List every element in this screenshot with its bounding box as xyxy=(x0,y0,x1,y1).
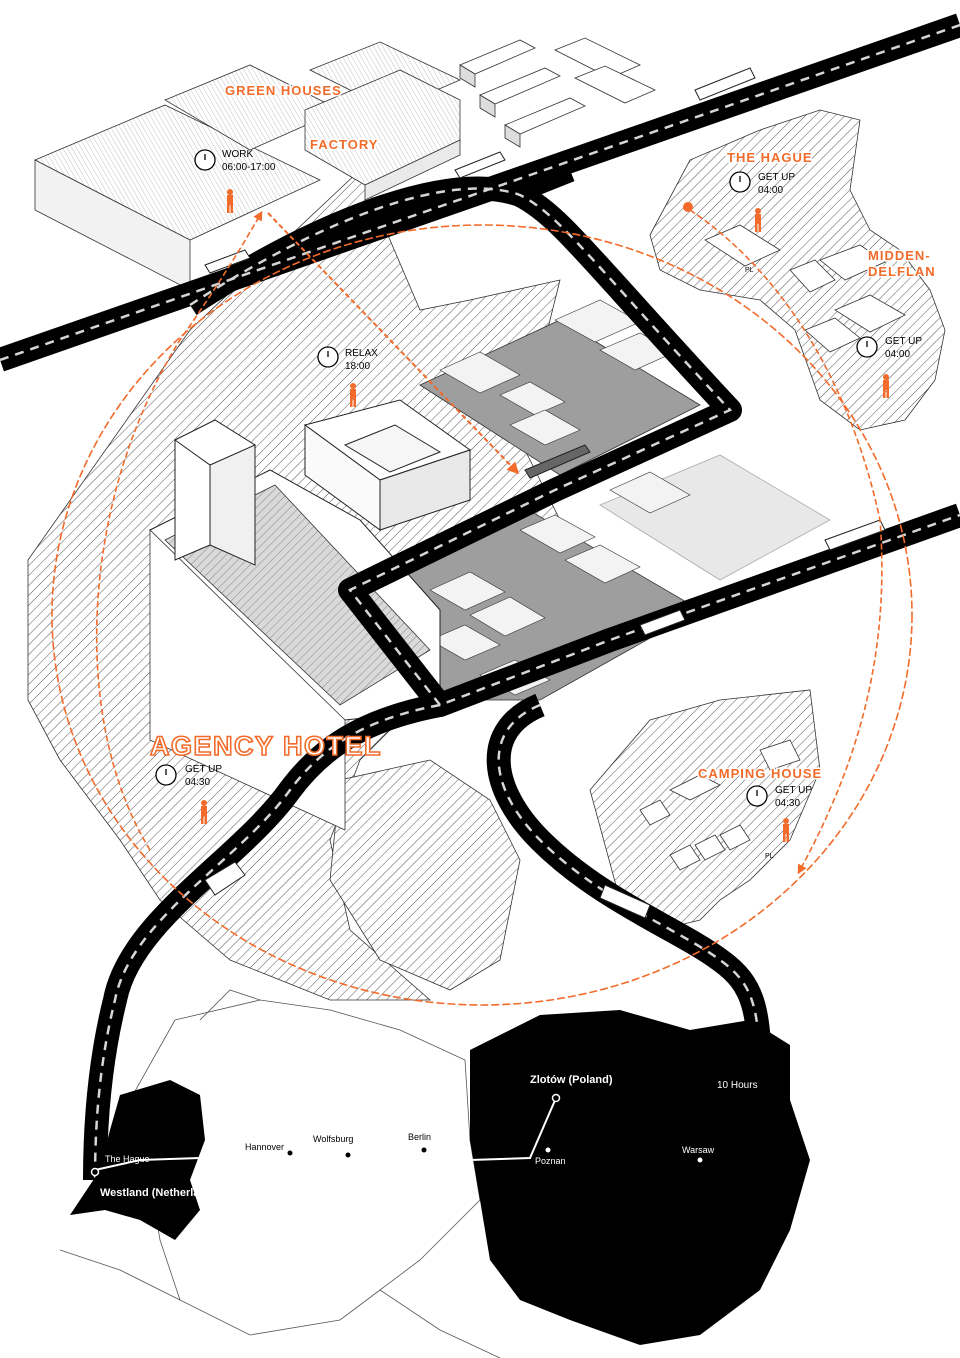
clock-icon xyxy=(194,149,216,171)
worker-figure-relax xyxy=(350,383,356,407)
work-activity: WORK xyxy=(222,149,253,160)
bus-6 xyxy=(204,861,246,896)
zlotow-dot xyxy=(551,1093,561,1103)
hotel-activity: GET UP xyxy=(185,764,222,775)
label-the-hague: THE HAGUE xyxy=(727,150,813,165)
clock-icon xyxy=(856,336,878,358)
greenhouse-blocks xyxy=(34,41,461,291)
clock-icon xyxy=(746,785,768,807)
hague-origin-dot xyxy=(683,202,693,212)
journey-arrows xyxy=(51,202,913,1006)
midden-time: 04:00 xyxy=(885,349,910,360)
hague-houses xyxy=(704,224,906,353)
label-midden-delflan-2: DELFLAN xyxy=(868,264,936,279)
bus-7 xyxy=(599,884,651,919)
plate-label: PL xyxy=(765,853,774,860)
hatched-area-lower-mid xyxy=(329,759,521,991)
place-labels: GREEN HOUSES FACTORY THE HAGUE MIDDEN- D… xyxy=(149,82,936,783)
midden-activity: GET UP xyxy=(885,336,922,347)
poland-shape xyxy=(470,1010,810,1345)
clock-icon xyxy=(729,171,751,193)
worker-figure-camping xyxy=(783,818,789,842)
label-warsaw: Warsaw xyxy=(682,1145,715,1155)
label-westland: Westland (Netherlands) xyxy=(100,1187,223,1199)
hotel-complex xyxy=(149,399,591,831)
camping-time: 04:30 xyxy=(775,798,800,809)
label-hannover: Hannover xyxy=(245,1142,284,1152)
clock-icon xyxy=(155,764,177,786)
containers xyxy=(429,299,691,696)
lower-right-houses xyxy=(639,739,801,871)
label-factory: FACTORY xyxy=(310,137,378,152)
work-time: 06:00-17:00 xyxy=(222,162,276,173)
bus-1 xyxy=(204,249,251,274)
bus-4 xyxy=(639,609,686,636)
arrow-work-to-stop xyxy=(267,212,520,475)
road-connector xyxy=(515,158,575,202)
relax-building-side xyxy=(379,449,471,531)
worker-figure-midden xyxy=(883,374,889,398)
plate-labels: PL PL PL xyxy=(660,267,774,932)
bus-stop-shelter xyxy=(524,444,591,479)
hotel-tower-roof xyxy=(174,419,257,466)
label-berlin: Berlin xyxy=(408,1132,431,1142)
clocks xyxy=(155,149,878,807)
bus-5 xyxy=(824,519,886,551)
label-the-hague-map: The Hague xyxy=(105,1154,150,1164)
label-duration: 10 Hours xyxy=(717,1080,758,1091)
camping-activity: GET UP xyxy=(775,785,812,796)
arrow-hotel-to-work xyxy=(95,210,263,851)
factory-block-side xyxy=(364,139,461,201)
neighbor-borders xyxy=(59,989,501,1358)
label-poznan: Poznan xyxy=(535,1156,566,1166)
arrow-hague-to-camping xyxy=(689,209,883,875)
hotel-foundation xyxy=(149,529,346,831)
schedule-labels: WORK 06:00-17:00 RELAX 18:00 GET UP 04:0… xyxy=(185,149,922,809)
worker-figure-work xyxy=(227,189,233,213)
map-labels: Zlotów (Poland) The Hague Westland (Neth… xyxy=(90,1074,758,1199)
worker-figure-hague xyxy=(755,208,761,232)
europe-map xyxy=(59,989,810,1358)
label-camping-house: CAMPING HOUSE xyxy=(698,766,822,781)
relax-activity: RELAX xyxy=(345,348,378,359)
clock-icon xyxy=(317,346,339,368)
hague-time: 04:00 xyxy=(758,185,783,196)
bus-3 xyxy=(694,67,756,101)
journey-circle xyxy=(51,224,913,1006)
plate-label: PL xyxy=(660,925,669,932)
hague-map-dot xyxy=(90,1167,100,1177)
route-line xyxy=(94,1097,557,1171)
worker-figures xyxy=(201,189,889,842)
label-green-houses: GREEN HOUSES xyxy=(225,83,342,98)
plate-label: PL xyxy=(745,267,754,274)
small-buildings-top xyxy=(459,37,656,148)
label-wolfsburg: Wolfsburg xyxy=(313,1134,353,1144)
hague-activity: GET UP xyxy=(758,172,795,183)
hotel-time: 04:30 xyxy=(185,777,210,788)
worker-figure-hotel xyxy=(201,800,207,824)
label-agency-hotel: AGENCY HOTEL xyxy=(150,731,382,761)
relax-time: 18:00 xyxy=(345,361,370,372)
relax-building-box xyxy=(343,424,442,473)
label-zlotow: Zlotów (Poland) xyxy=(530,1074,613,1086)
bus-2 xyxy=(454,151,506,179)
label-midden-delflan-1: MIDDEN- xyxy=(868,248,931,263)
